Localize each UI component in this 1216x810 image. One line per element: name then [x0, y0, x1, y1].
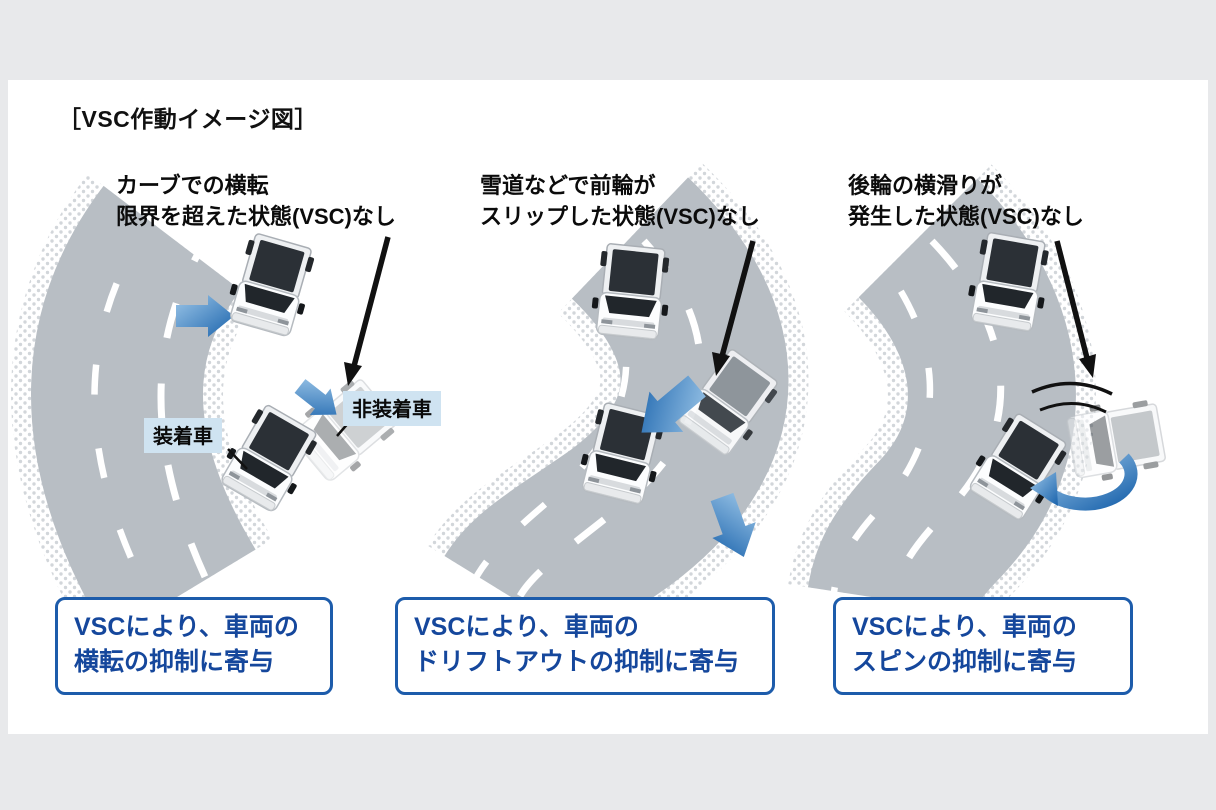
caption-box-driftout: VSCにより、車両の ドリフトアウトの抑制に寄与	[395, 597, 775, 695]
pointer-arrow-spin	[1054, 240, 1096, 378]
annotation-rollover: カーブでの横転 限界を超えた状態(VSC)なし	[116, 170, 396, 232]
lane-dash-line	[91, 242, 149, 592]
label-non-equipped: 非装着車	[343, 391, 441, 426]
annotation-line: カーブでの横転	[116, 173, 269, 198]
caption-box-spin: VSCにより、車両の スピンの抑制に寄与	[833, 597, 1133, 695]
pointer-arrow-rollover	[344, 236, 391, 386]
annotation-line: 発生した状態(VSC)なし	[848, 204, 1084, 229]
skid-marks	[1031, 381, 1113, 414]
caption-line: VSCにより、車両の	[74, 613, 299, 641]
label-equipped: 装着車	[144, 418, 222, 453]
caption-line: 横転の抑制に寄与	[74, 648, 275, 676]
diagram-title: ［VSC作動イメージ図］	[58, 106, 318, 132]
caption-line: VSCにより、車両の	[414, 613, 639, 641]
pointer-arrow-driftout	[712, 240, 756, 376]
annotation-line: 後輪の横滑りが	[848, 173, 1003, 198]
lane-dash-line	[830, 243, 934, 593]
spin-arrow	[1030, 453, 1138, 511]
annotation-front-slip: 雪道などで前輪が スリップした状態(VSC)なし	[480, 170, 760, 232]
caption-line: スピンの抑制に寄与	[852, 648, 1078, 676]
annotation-line: 雪道などで前輪が	[480, 173, 656, 198]
road-curve-rollover	[11, 173, 274, 649]
caption-line: ドリフトアウトの抑制に寄与	[414, 648, 740, 676]
annotation-line: スリップした状態(VSC)なし	[480, 204, 760, 229]
lane-dash-line	[157, 238, 216, 594]
caption-line: VSCにより、車両の	[852, 613, 1077, 641]
annotation-line: 限界を超えた状態(VSC)なし	[116, 204, 396, 229]
annotation-rear-slip: 後輪の横滑りが 発生した状態(VSC)なし	[848, 170, 1084, 232]
truck-upper-rollover	[221, 229, 322, 340]
caption-box-rollover: VSCにより、車両の 横転の抑制に寄与	[55, 597, 333, 695]
